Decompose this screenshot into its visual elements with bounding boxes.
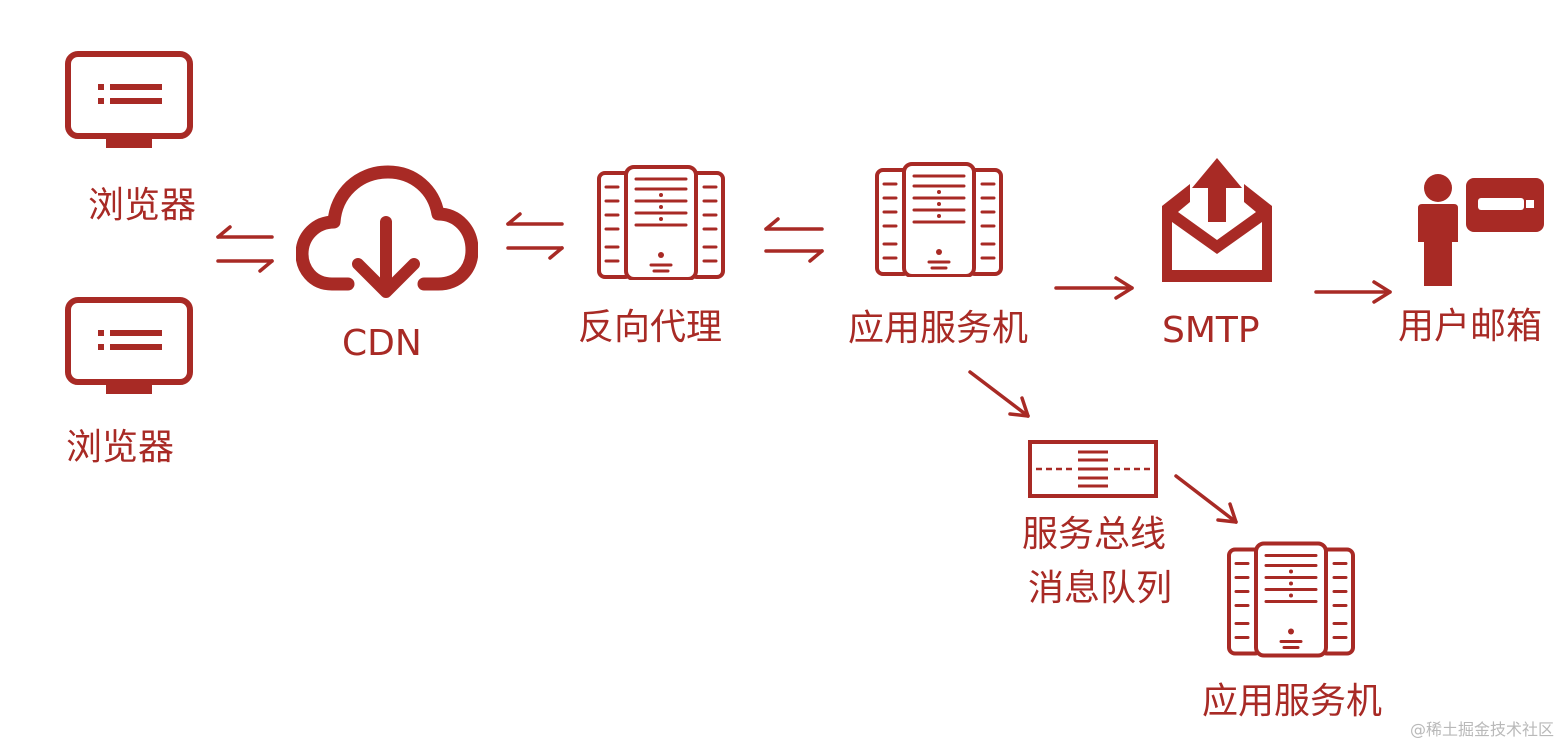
- cdn-label: CDN: [342, 323, 422, 364]
- connector-smtp-mailbox: [1314, 280, 1392, 304]
- reverse-proxy-label: 反向代理: [578, 307, 723, 348]
- connector-app-smtp: [1054, 276, 1134, 300]
- connector-app-bus: [968, 370, 1030, 418]
- browser-top-label: 浏览器: [88, 185, 197, 226]
- smtp-node: [1158, 158, 1276, 286]
- cdn-node: [296, 160, 478, 300]
- watermark: @稀土掘金技术社区: [1409, 720, 1554, 739]
- smtp-label: SMTP: [1162, 310, 1260, 351]
- app-server-2-label: 应用服务机: [1202, 681, 1383, 722]
- mail-send-icon: [1162, 158, 1272, 282]
- user-mailbox-node: [1414, 174, 1548, 288]
- browser-bottom-label: 浏览器: [66, 427, 175, 468]
- app-server-label: 应用服务机: [848, 308, 1029, 349]
- cloud-download-icon: [296, 165, 478, 298]
- connector-bus-app2: [1174, 474, 1238, 524]
- connector-browser-cdn: [216, 225, 274, 273]
- connector-proxy-app: [764, 217, 824, 263]
- message-queue-icon: [1028, 440, 1158, 498]
- message-bus-label-line2: 消息队列: [1028, 568, 1173, 609]
- user-mailbox-label: 用户邮箱: [1398, 306, 1543, 347]
- user-card-icon: [1418, 174, 1544, 286]
- message-bus-label-line1: 服务总线: [1022, 514, 1167, 555]
- connector-cdn-proxy: [506, 212, 564, 260]
- message-bus-node: [1028, 440, 1158, 498]
